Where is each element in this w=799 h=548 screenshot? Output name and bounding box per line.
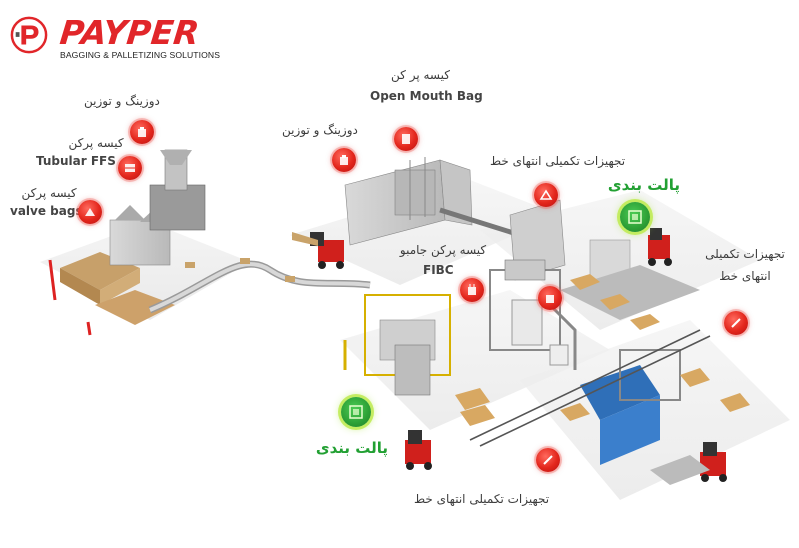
wrap-icon	[539, 189, 553, 200]
label-dosing-weighing-left: دوزینگ و توزین	[84, 94, 160, 108]
marker-dosing-weighing-left[interactable]	[130, 120, 154, 144]
valve-bag-icon	[85, 208, 95, 216]
payper-logo-icon	[10, 16, 48, 54]
label-open-mouth-en: Open Mouth Bag	[370, 89, 483, 103]
marker-open-mouth-bag[interactable]	[394, 127, 418, 151]
label-end-of-line-bottom: تجهیزات تکمیلی انتهای خط	[414, 492, 550, 506]
marker-end-of-line-bottom[interactable]	[536, 448, 560, 472]
label-fibc-en: FIBC	[423, 263, 454, 277]
bag-icon	[402, 134, 410, 144]
jumbo-bag-icon	[468, 284, 476, 295]
forklift-bottom-left	[405, 430, 432, 470]
marker-tubular-ffs[interactable]	[118, 156, 142, 180]
marker-fibc[interactable]	[460, 278, 484, 302]
brand-name: PAYPER	[58, 13, 202, 52]
marker-dosing-weighing-center[interactable]	[332, 148, 356, 172]
label-valve-bags-fa: کیسه پرکن	[21, 186, 77, 200]
marker-valve-bags[interactable]	[78, 200, 102, 224]
bag-icon	[125, 164, 135, 172]
label-open-mouth-fa: کیسه پر کن	[391, 68, 450, 82]
label-end-of-line-right-2: انتهای خط	[719, 269, 771, 283]
wrap-icon	[543, 455, 553, 465]
scale-icon	[340, 155, 348, 165]
valve-bag-filler	[48, 149, 206, 336]
fibc-filler	[489, 259, 577, 370]
label-tubular-ffs-en: Tubular FFS	[36, 154, 116, 168]
palletizer-bottom	[343, 294, 495, 426]
jumbo-bag-icon	[546, 295, 554, 303]
marker-end-of-line-top[interactable]	[534, 183, 558, 207]
brand-tagline: BAGGING & PALLETIZING SOLUTIONS	[60, 50, 221, 60]
marker-palletizing-top[interactable]	[620, 202, 650, 232]
robot-palletizer	[560, 349, 750, 485]
pallet-icon	[628, 210, 642, 224]
label-end-of-line-right-1: تجهیزات تکمیلی	[705, 247, 785, 261]
forklift-top	[292, 232, 344, 269]
marker-palletizing-bottom[interactable]	[341, 397, 371, 427]
label-palletizing-bottom: پالت بندی	[315, 439, 388, 457]
label-palletizing-top: پالت بندی	[607, 176, 680, 194]
marker-fibc-support[interactable]	[538, 286, 562, 310]
label-dosing-weighing-center: دوزینگ و توزین	[282, 123, 358, 137]
forklift-bottom-right	[700, 442, 727, 482]
label-valve-bags-en: valve bags	[10, 204, 83, 218]
label-fibc-fa: کیسه پرکن جامبو	[399, 243, 487, 257]
scale-icon	[138, 127, 146, 137]
forklift-right	[648, 228, 672, 266]
wrap-icon	[731, 318, 741, 328]
brand-logo: PAYPER BAGGING & PALLETIZING SOLUTIONS	[8, 13, 220, 64]
marker-end-of-line-right[interactable]	[724, 311, 748, 335]
label-tubular-ffs-fa: کیسه پرکن	[68, 136, 124, 150]
pallet-icon	[349, 405, 363, 419]
end-of-line-top	[509, 199, 700, 330]
open-mouth-bagger	[344, 157, 542, 252]
label-end-of-line-top: تجهیزات تکمیلی انتهای خط	[490, 154, 626, 168]
